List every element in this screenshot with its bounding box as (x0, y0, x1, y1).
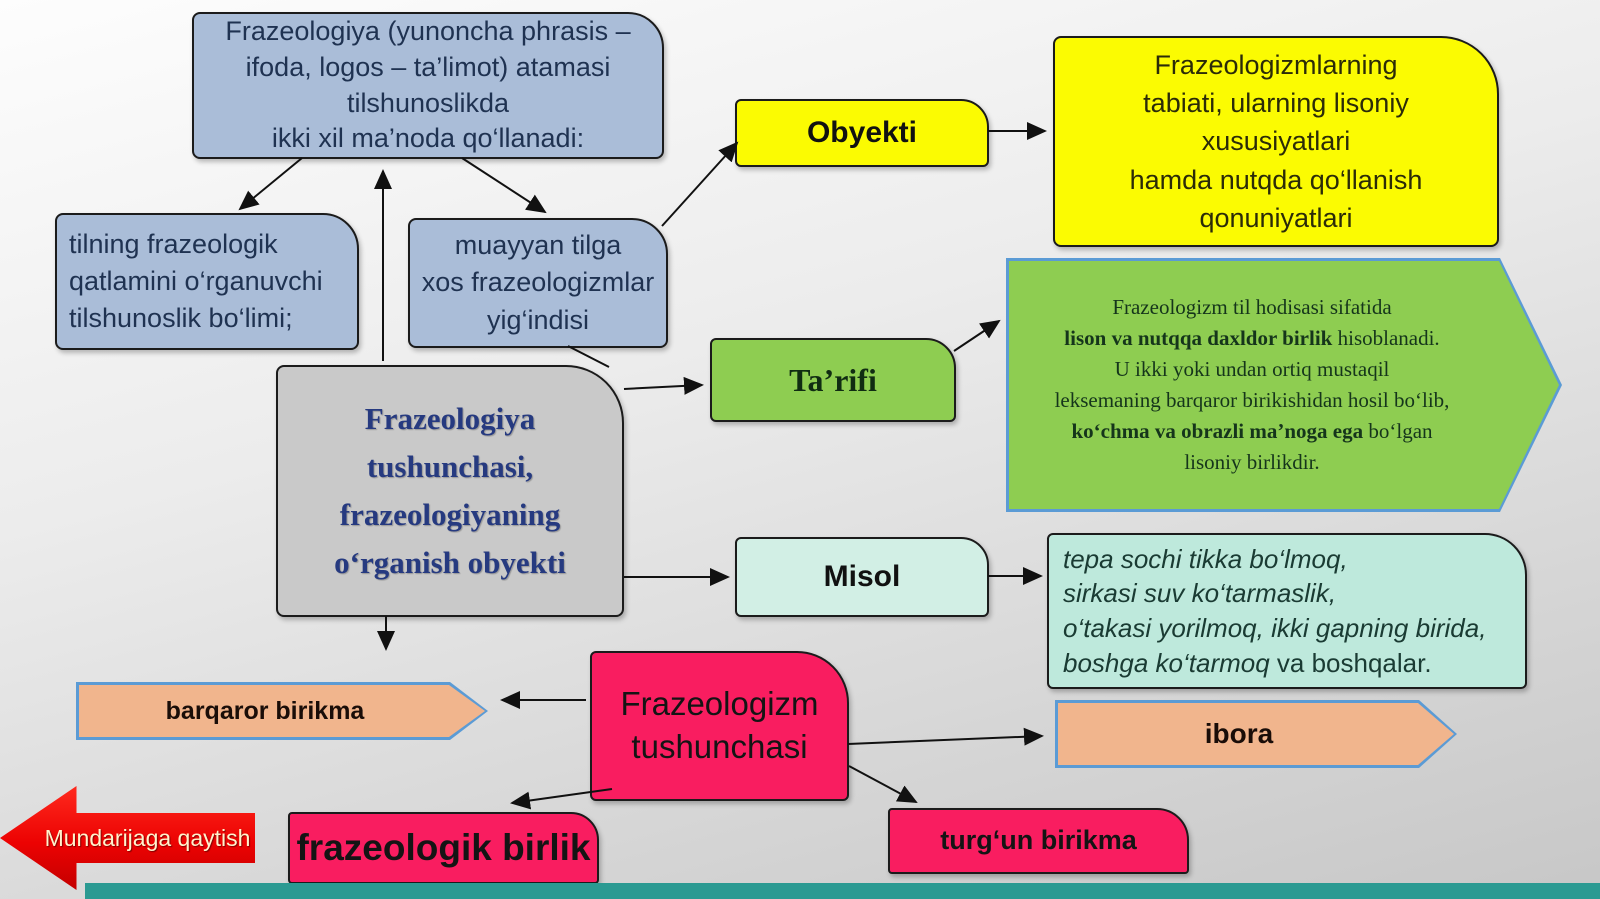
connector-top-to-left (238, 157, 303, 211)
tarifi-seg4-bold: ko‘chma va obrazli ma’noga ega (1071, 419, 1364, 444)
tarifi-seg2-bold: lison va nutqqa daxldor birlik (1064, 325, 1333, 350)
turgun-birikma-box: turg‘un birikma (888, 808, 1189, 874)
branch-box-tilshunoslik-bolimi: tilning frazeologik qatlamini o‘rganuvch… (55, 213, 359, 350)
misol-examples-box: tepa sochi tikka bo‘lmoq, sirkasi suv ko… (1047, 533, 1527, 689)
connector-top-to-mid (461, 157, 547, 214)
misol-examples-italic: tepa sochi tikka bo‘lmoq, sirkasi suv ko… (1063, 543, 1487, 678)
tarifi-seg3: hisoblanadi. U ikki yoki undan ortiq mus… (1054, 325, 1450, 412)
connector-tarifi-to-pentagon (953, 319, 1001, 352)
bottom-teal-bar (85, 883, 1600, 899)
top-definition-box: Frazeologiya (yunoncha phrasis – ifoda, … (192, 12, 664, 159)
connector-pink-to-ibora (847, 727, 1044, 746)
tarifi-detail-inner: Frazeologizm til hodisasi sifatida lison… (1009, 261, 1559, 509)
connector-mid-to-center (567, 345, 610, 368)
obyekti-detail-box: Frazeologizmlarning tabiati, ularning li… (1053, 36, 1499, 247)
tarifi-label-box: Ta’rifi (710, 338, 956, 422)
branch-box-frazeologizmlar-yigindisi: muayyan tilga xos frazeologizmlar yig‘in… (408, 218, 668, 348)
tarifi-detail-text: Frazeologizm til hodisasi sifatida lison… (1047, 286, 1522, 484)
tarifi-seg5: bo‘lgan lisoniy birlikdir. (1184, 419, 1433, 475)
obyekti-label-box: Obyekti (735, 99, 989, 167)
ibora-arrow: ibora (1055, 700, 1457, 768)
main-topic-box: Frazeologiya tushunchasi, frazeologiyani… (276, 365, 624, 617)
connector-center-to-tarifi (623, 376, 704, 395)
misol-examples-text: tepa sochi tikka bo‘lmoq, sirkasi suv ko… (1063, 542, 1486, 680)
connector-to-obyekti (661, 141, 739, 227)
barqaror-birikma-label: barqaror birikma (79, 685, 485, 737)
frazeologik-birlik-box: frazeologik birlik (288, 812, 599, 884)
tarifi-seg1: Frazeologizm til hodisasi sifatida (1112, 294, 1392, 319)
misol-examples-regular: va boshqalar. (1276, 647, 1432, 678)
barqaror-birikma-arrow: barqaror birikma (76, 682, 488, 740)
back-to-contents-button[interactable]: Mundarijaga qaytish (0, 786, 255, 890)
misol-label-box: Misol (735, 537, 989, 617)
tarifi-detail-pentagon: Frazeologizm til hodisasi sifatida lison… (1006, 258, 1562, 512)
ibora-label: ibora (1058, 703, 1454, 765)
connector-pink-to-turgun (848, 765, 918, 803)
frazeologizm-tushunchasi-box: Frazeologizm tushunchasi (590, 651, 849, 801)
